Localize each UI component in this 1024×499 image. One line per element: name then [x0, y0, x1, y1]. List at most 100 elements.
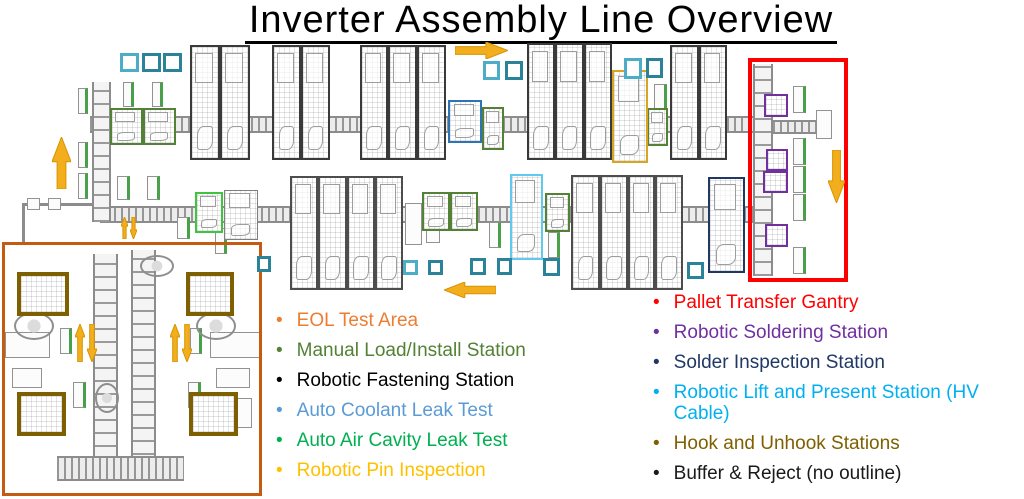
legend-bullet: • [653, 322, 660, 343]
fastening-station-box [190, 45, 220, 160]
equipment-rect [216, 368, 250, 388]
hook-unhook-station-box [17, 392, 66, 436]
fastening-station-box [527, 43, 555, 160]
conveyor [131, 250, 156, 468]
fastening-station-box [571, 175, 600, 290]
solder-inspection-box [708, 177, 745, 273]
legend-bullet: • [653, 463, 660, 484]
hook-unhook-station-box [189, 392, 238, 436]
hv-lift-present-box [510, 174, 543, 260]
legend-bullet: • [276, 340, 283, 361]
legend-label: Pallet Transfer Gantry [673, 292, 859, 313]
robot-outline [140, 255, 174, 277]
buffer-square [403, 260, 418, 275]
pallet-marker [78, 173, 88, 199]
pallet-marker [793, 166, 806, 193]
pallet-transfer-gantry-zone [748, 58, 848, 282]
pallet-marker [147, 176, 160, 200]
buffer-square [428, 260, 443, 275]
flow-arrow-up [75, 324, 85, 362]
pallet-marker [152, 82, 163, 107]
legend-item: •Robotic Soldering Station [653, 322, 1013, 343]
coolant-leak-test-box [448, 100, 482, 143]
legend-label: Buffer & Reject (no outline) [673, 463, 902, 484]
equipment-rect [405, 203, 422, 245]
pallet-marker [73, 382, 86, 408]
legend-label: Hook and Unhook Stations [673, 433, 900, 454]
pallet-marker [793, 138, 806, 165]
fastening-station-box [600, 175, 628, 290]
legend-item: •EOL Test Area [276, 310, 546, 331]
pin-inspection-box [612, 70, 648, 163]
conveyor [92, 82, 111, 222]
buffer-square [142, 53, 161, 72]
pallet-marker [60, 328, 72, 354]
flow-arrow-down [130, 217, 137, 239]
flow-arrow-down [828, 150, 845, 203]
legend-label: Robotic Pin Inspection [296, 460, 486, 481]
legend-label: Robotic Fastening Station [296, 370, 515, 391]
pallet-marker [177, 217, 190, 239]
pallet-marker [117, 176, 130, 200]
flow-arrow-up [52, 137, 71, 189]
soldering-station-box [764, 94, 788, 117]
legend-bullet: • [653, 352, 660, 373]
manual-load-station-box [545, 193, 570, 232]
buffer-square [257, 256, 271, 272]
fastening-station-box [347, 176, 375, 290]
conveyor [57, 456, 184, 481]
eol-test-area-zone [2, 242, 262, 496]
air-cavity-leak-test-box [195, 192, 223, 233]
conveyor [93, 254, 118, 460]
manual-load-station-box [482, 107, 504, 150]
pallet-marker [793, 86, 806, 113]
legend-bullet: • [653, 433, 660, 454]
legend-bullet: • [276, 460, 283, 481]
pallet-marker [793, 247, 806, 274]
soldering-station-box [763, 171, 788, 193]
equipment-rect [816, 110, 832, 139]
manual-load-station-box [422, 192, 450, 231]
flow-arrow-down [182, 324, 192, 362]
legend-item: • Manual Load/Install Station [276, 340, 546, 361]
buffer-square [543, 258, 560, 276]
equipment-rect [27, 198, 40, 210]
legend-right-column: • Pallet Transfer Gantry •Robotic Solderin… [653, 292, 1013, 493]
manual-load-station-box [143, 108, 176, 145]
fastening-station-box [272, 45, 301, 160]
buffer-square [646, 58, 663, 78]
fastening-station-box [699, 45, 727, 160]
flow-arrow-up [121, 217, 128, 239]
legend-left-column: •EOL Test Area•Manual Load/Install Stati… [276, 310, 546, 490]
fastening-station-box [628, 175, 655, 290]
fastening-station-box [301, 45, 330, 160]
fastening-station-box [360, 45, 388, 160]
hook-unhook-station-box [17, 272, 69, 316]
legend-label: Manual Load/Install Station [296, 340, 526, 361]
pallet-marker [489, 222, 501, 248]
flow-arrow-right [455, 42, 508, 59]
fastening-station-box [555, 43, 584, 160]
legend-bullet: • [276, 310, 283, 331]
legend-item: • Robotic Pin Inspection [276, 460, 546, 481]
manual-load-station-box [647, 108, 668, 146]
legend-label: Auto Air Cavity Leak Test [296, 430, 508, 451]
fastening-station-box [417, 45, 446, 160]
legend-item: •Auto Coolant Leak Test [276, 400, 546, 421]
buffer-square [505, 61, 523, 80]
flow-arrow-left [444, 282, 496, 298]
legend-label: Robotic Lift and Present Station (HV Cab… [673, 382, 979, 424]
pallet-marker [78, 142, 88, 168]
fastening-station-box [584, 43, 612, 160]
buffer-square [470, 258, 486, 275]
pallet-marker [548, 232, 560, 258]
buffer-square [687, 262, 704, 279]
page-title: Inverter Assembly Line Overview [0, 0, 1024, 44]
buffer-square [483, 61, 500, 80]
path-line [22, 203, 25, 245]
equipment-rect [12, 368, 42, 388]
legend-bullet: • [653, 382, 660, 403]
buffer-square [624, 58, 642, 79]
legend-item: •Robotic Fastening Station [276, 370, 546, 391]
